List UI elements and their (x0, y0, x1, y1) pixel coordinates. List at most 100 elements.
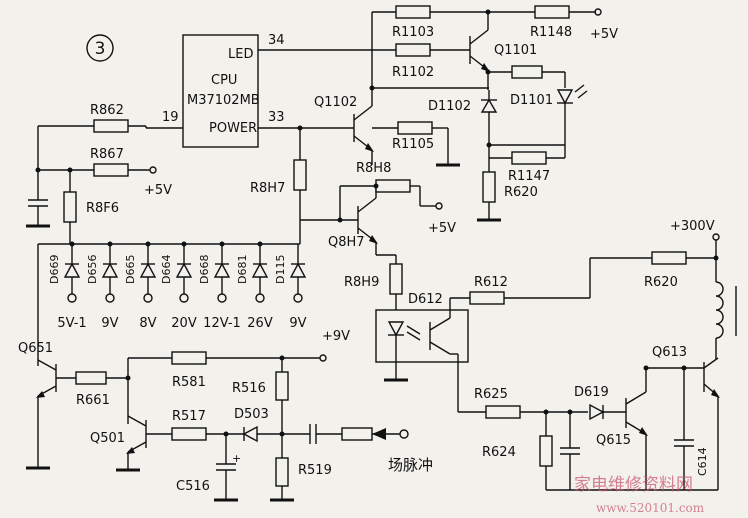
diode-d665 (139, 241, 157, 303)
terminal-9v (319, 354, 327, 362)
figure-number-circle (86, 34, 114, 62)
detect-diode-2-name: D665 (124, 255, 137, 284)
label-d1101: D1101 (510, 93, 553, 108)
label-r867: R867 (90, 147, 124, 162)
resistor-r1105 (397, 121, 433, 135)
label-d619: D619 (574, 385, 609, 400)
detect-diode-0-name: D669 (48, 255, 61, 284)
rail-5v-mid: +5V (428, 221, 456, 236)
label-r1102: R1102 (392, 65, 434, 80)
resistor-r517 (171, 427, 207, 441)
cpu-pin-19: 19 (162, 110, 179, 125)
label-r8h7: R8H7 (250, 181, 285, 196)
detect-diode-4-name: D668 (198, 255, 211, 284)
watermark-url: www.520101.com (596, 501, 705, 515)
cpu-pin-power-label: POWER (209, 121, 257, 136)
resistor-led (511, 65, 543, 79)
diode-d619 (589, 403, 605, 421)
cpu-label: CPU (211, 73, 237, 88)
label-r8h8: R8H8 (356, 161, 391, 176)
label-r862: R862 (90, 103, 124, 118)
detect-diode-1-name: D656 (86, 255, 99, 284)
led-d1101 (556, 89, 574, 105)
resistor-r8h9 (389, 263, 403, 295)
field-pulse-resistor (341, 427, 373, 441)
label-r1103: R1103 (392, 25, 434, 40)
label-r624: R624 (482, 445, 516, 460)
c516-polarity: + (232, 452, 241, 465)
resistor-r1148 (534, 5, 570, 19)
diode-d1102 (480, 98, 498, 113)
cpu-pin-led-label: LED (228, 47, 253, 62)
label-c516: C516 (176, 479, 210, 494)
watermark-text: 家电维修资料网 (574, 475, 693, 495)
resistor-r516 (275, 371, 289, 401)
resistor-r519 (275, 457, 289, 487)
resistor-r661 (75, 371, 107, 385)
label-q615: Q615 (596, 433, 631, 448)
label-r517: R517 (172, 409, 206, 424)
detect-diode-3-name: D664 (160, 255, 173, 284)
resistor-r8h8 (375, 179, 411, 193)
transformer-coil (715, 281, 724, 339)
label-r516: R516 (232, 381, 266, 396)
resistor-r1147 (511, 151, 547, 165)
label-q651: Q651 (18, 341, 53, 356)
rail-9v: +9V (322, 329, 350, 344)
label-d612: D612 (408, 292, 443, 307)
diode-d503 (242, 425, 258, 443)
cpu-model-label: M37102MB (187, 93, 260, 108)
label-r8h9: R8H9 (344, 275, 379, 290)
diode-d115 (289, 244, 307, 303)
resistor-r862 (93, 119, 129, 133)
label-d1102: D1102 (428, 99, 471, 114)
detect-diode-6-voltage: 9V (289, 316, 306, 331)
detect-diode-4-voltage: 12V-1 (203, 316, 241, 331)
label-q8h7: Q8H7 (328, 235, 365, 250)
rail-5v-top: +5V (590, 27, 618, 42)
resistor-r612 (469, 291, 505, 305)
cpu-pin-34: 34 (268, 33, 285, 48)
resistor-r1102 (395, 43, 431, 57)
label-q501: Q501 (90, 431, 125, 446)
label-r519: R519 (298, 463, 332, 478)
label-c614: C614 (696, 447, 709, 476)
detect-diode-2-voltage: 8V (139, 316, 156, 331)
detect-diode-3-voltage: 20V (171, 316, 197, 331)
terminal-5v-left (149, 166, 157, 174)
resistor-r867 (93, 163, 129, 177)
label-r625: R625 (474, 387, 508, 402)
diode-d668 (213, 241, 231, 303)
label-r620-lower: R620 (644, 275, 678, 290)
label-r612: R612 (474, 275, 508, 290)
diode-d681 (251, 241, 269, 303)
resistor-r620-upper (482, 171, 496, 203)
diode-d656 (101, 241, 119, 303)
label-r8f6: R8F6 (86, 201, 119, 216)
terminal-5v-mid (435, 202, 443, 210)
label-r1105: R1105 (392, 137, 434, 152)
label-q1101: Q1101 (494, 43, 537, 58)
detect-diode-5-name: D681 (236, 255, 249, 284)
resistor-r620-lower (651, 251, 687, 265)
cpu-chip (182, 34, 259, 148)
label-r581: R581 (172, 375, 206, 390)
resistor-r624 (539, 435, 553, 467)
resistor-r8h7 (293, 159, 307, 191)
label-r620-upper: R620 (504, 185, 538, 200)
resistor-r625 (485, 405, 521, 419)
rail-5v-left: +5V (144, 183, 172, 198)
diode-d664 (175, 241, 193, 303)
label-d503: D503 (234, 407, 269, 422)
label-q613: Q613 (652, 345, 687, 360)
detect-diode-1-voltage: 9V (101, 316, 118, 331)
detect-diode-5-voltage: 26V (247, 316, 273, 331)
label-r1147: R1147 (508, 169, 550, 184)
rail-300v: +300V (670, 219, 715, 234)
figure-number: 3 (95, 39, 106, 59)
detect-diode-6-name: D115 (274, 255, 287, 284)
label-r661: R661 (76, 393, 110, 408)
label-q1102: Q1102 (314, 95, 357, 110)
